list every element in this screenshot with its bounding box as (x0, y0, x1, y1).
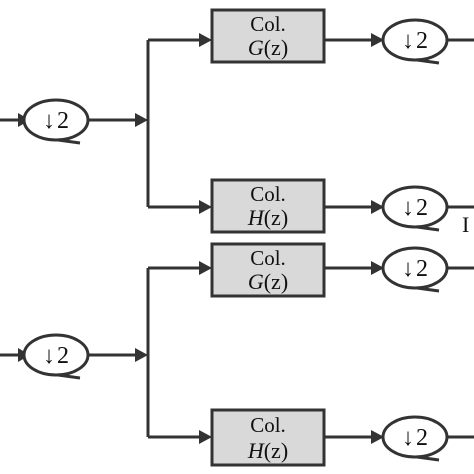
top-branch-wires (0, 38, 474, 209)
filter-box-line1: Col. (250, 12, 286, 36)
bottom-branch-wires (0, 266, 474, 439)
filter-box-symbol: H (247, 438, 265, 463)
downsample-factor: 2 (416, 256, 428, 282)
svg-text:H(z): H(z) (247, 438, 288, 463)
svg-text:↓2: ↓2 (402, 425, 428, 451)
svg-text:↓2: ↓2 (402, 195, 428, 221)
svg-text:G(z): G(z) (248, 35, 288, 60)
downsample-factor: 2 (57, 108, 69, 134)
filter-box-arg: (z) (264, 205, 288, 230)
down-arrow-icon: ↓ (402, 28, 414, 54)
downsample-factor: 2 (57, 343, 69, 369)
filter-box-symbol: H (247, 205, 265, 230)
filter-box-arg: (z) (264, 269, 288, 294)
filter-box-line1: Col. (250, 246, 286, 270)
downsample-factor: 2 (416, 28, 428, 54)
filter-box-top-h: Col. H(z) (210, 178, 326, 234)
filter-box-arg: (z) (264, 438, 288, 463)
svg-text:↓2: ↓2 (402, 28, 428, 54)
down-arrow-icon: ↓ (43, 108, 55, 134)
downsampler-bottom-h-output: ↓2 (381, 415, 449, 462)
filter-box-line1: Col. (250, 413, 286, 437)
svg-text:↓2: ↓2 (43, 108, 69, 134)
svg-text:G(z): G(z) (248, 269, 288, 294)
filter-box-top-g: Col. G(z) (210, 8, 326, 64)
svg-text:↓2: ↓2 (43, 343, 69, 369)
filter-box-line1: Col. (250, 182, 286, 206)
downsample-factor: 2 (416, 195, 428, 221)
svg-text:H(z): H(z) (247, 205, 288, 230)
cropped-output-label: I (462, 212, 469, 237)
top-branch-arrowheads (18, 33, 384, 214)
downsampler-top-input: ↓2 (22, 98, 90, 145)
downsampler-top-h-output: ↓2 (381, 185, 449, 232)
filter-box-bottom-g: Col. G(z) (210, 242, 326, 298)
svg-text:↓2: ↓2 (402, 256, 428, 282)
filter-box-symbol: G (248, 269, 264, 294)
downsampler-bottom-input: ↓2 (22, 333, 90, 380)
downsample-factor: 2 (416, 425, 428, 451)
down-arrow-icon: ↓ (402, 425, 414, 451)
downsampler-bottom-g-output: ↓2 (381, 246, 449, 293)
down-arrow-icon: ↓ (402, 256, 414, 282)
down-arrow-icon: ↓ (402, 195, 414, 221)
filter-box-symbol: G (248, 35, 264, 60)
down-arrow-icon: ↓ (43, 343, 55, 369)
downsampler-top-g-output: ↓2 (381, 18, 449, 65)
filter-box-arg: (z) (264, 35, 288, 60)
filter-box-bottom-h: Col. H(z) (210, 408, 326, 467)
